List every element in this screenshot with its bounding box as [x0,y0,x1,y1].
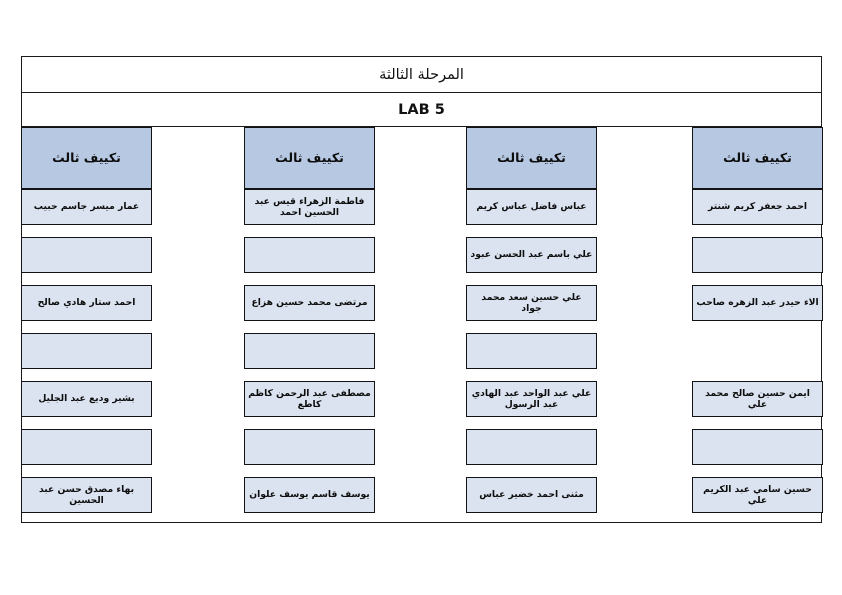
student-cell[interactable]: ايمن حسين صالح محمد علي [692,381,823,417]
student-cell[interactable]: يوسف قاسم يوسف علوان [244,477,375,513]
document-frame: المرحلة الثالثة LAB 5 تكييف ثالث احمد جعف… [21,56,823,523]
student-name-text: عباس فاضل عباس كريم [476,201,587,213]
student-cell[interactable]: احمد ستار هادي صالح [21,285,152,321]
column-header-0: تكييف ثالث [692,127,823,189]
student-cell[interactable]: مصطفى عبد الرحمن كاظم كاطع [244,381,375,417]
student-cell[interactable]: الاء حيدر عبد الزهره صاحب [692,285,823,321]
student-name-text: بشير وديع عبد الجليل [38,393,135,405]
student-cell-empty[interactable] [244,333,375,369]
student-name-text: عمار ميسر جاسم حبيب [33,201,140,213]
student-cell-empty[interactable] [244,237,375,273]
page-title-stage: المرحلة الثالثة [22,57,821,93]
student-name-text: مثنى احمد خضير عباس [479,489,584,501]
student-cell-empty[interactable] [21,333,152,369]
stage-title-text: المرحلة الثالثة [379,66,464,83]
column-header-label: تكييف ثالث [497,150,566,166]
column-header-2: تكييف ثالث [244,127,375,189]
student-cell[interactable]: بهاء مصدق حسن عبد الحسين [21,477,152,513]
student-name-text: مرتضى محمد حسين هزاع [251,297,368,309]
student-name-text: بهاء مصدق حسن عبد الحسين [38,483,135,507]
student-cell[interactable]: احمد جعفر كريم شنتر [692,189,823,225]
student-name-text: احمد جعفر كريم شنتر [708,201,807,213]
student-cell-empty[interactable] [692,237,823,273]
column-header-1: تكييف ثالث [466,127,597,189]
column-header-label: تكييف ثالث [723,150,792,166]
student-cell-empty[interactable] [692,429,823,465]
lab-title-text: LAB 5 [398,101,445,118]
columns-area: تكييف ثالث احمد جعفر كريم شنتر الاء حيدر ع… [21,127,823,523]
column-header-3: تكييف ثالث [21,127,152,189]
student-cell[interactable]: عمار ميسر جاسم حبيب [21,189,152,225]
student-name-text: علي عبد الواحد عبد الهادي عبد الرسول [471,387,592,411]
student-cell[interactable]: مثنى احمد خضير عباس [466,477,597,513]
student-cell[interactable]: حسين سامي عبد الكريم علي [692,477,823,513]
student-cell[interactable]: فاطمة الزهراء قيس عبد الحسين احمد [244,189,375,225]
page-title-lab: LAB 5 [22,93,821,127]
student-name-text: الاء حيدر عبد الزهره صاحب [696,297,819,309]
student-cell-empty[interactable] [466,429,597,465]
column-header-label: تكييف ثالث [52,150,121,166]
student-cell[interactable]: علي باسم عبد الحسن عبود [466,237,597,273]
student-cell[interactable]: بشير وديع عبد الجليل [21,381,152,417]
student-cell[interactable]: عباس فاضل عباس كريم [466,189,597,225]
student-cell[interactable]: علي حسين سعد محمد جواد [466,285,597,321]
student-name-text: مصطفى عبد الرحمن كاظم كاطع [248,387,371,411]
student-name-text: احمد ستار هادي صالح [37,297,136,309]
column-header-label: تكييف ثالث [275,150,344,166]
student-cell-empty[interactable] [244,429,375,465]
student-cell[interactable]: علي عبد الواحد عبد الهادي عبد الرسول [466,381,597,417]
student-name-text: علي حسين سعد محمد جواد [481,291,582,315]
student-cell-empty[interactable] [466,333,597,369]
student-cell[interactable]: مرتضى محمد حسين هزاع [244,285,375,321]
student-name-text: فاطمة الزهراء قيس عبد الحسين احمد [254,195,365,219]
student-name-text: ايمن حسين صالح محمد علي [705,387,810,411]
student-name-text: علي باسم عبد الحسن عبود [470,249,593,261]
student-name-text: حسين سامي عبد الكريم علي [703,483,812,507]
student-cell-empty[interactable] [21,429,152,465]
student-cell-empty[interactable] [21,237,152,273]
student-name-text: يوسف قاسم يوسف علوان [249,489,370,501]
